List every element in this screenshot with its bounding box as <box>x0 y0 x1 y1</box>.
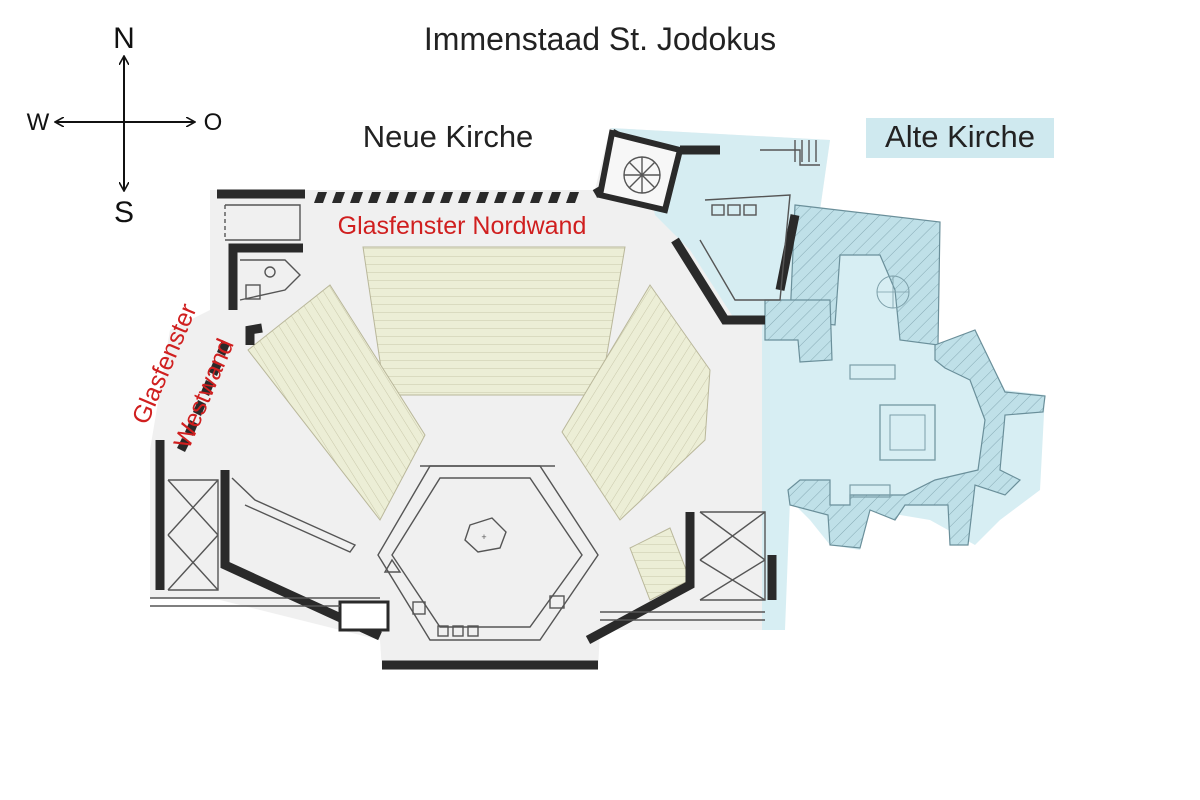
stair-tower <box>596 129 684 214</box>
label-alte-kirche-background <box>866 118 1054 158</box>
label-neue-kirche: Neue Kirche <box>363 119 534 154</box>
label-alte-kirche: Alte Kirche <box>885 119 1035 154</box>
compass-south: S <box>114 196 134 229</box>
label-glasfenster-nordwand: Glasfenster Nordwand <box>338 212 587 240</box>
pews-west <box>247 284 426 521</box>
north-window-marks <box>314 192 579 203</box>
compass-north: N <box>113 22 135 55</box>
altar-area: + <box>377 465 599 641</box>
pews-east <box>561 284 711 521</box>
pews-north <box>362 246 626 396</box>
side-rooms <box>150 140 820 621</box>
plan-title: Immenstaad St. Jodokus <box>424 21 776 57</box>
old-church-area <box>610 128 1046 630</box>
svg-text:+: + <box>481 532 486 542</box>
west-window-marks <box>177 340 230 452</box>
compass-icon: N S W O <box>27 22 223 229</box>
compass-west: W <box>27 109 50 136</box>
compass-east: O <box>204 109 223 136</box>
